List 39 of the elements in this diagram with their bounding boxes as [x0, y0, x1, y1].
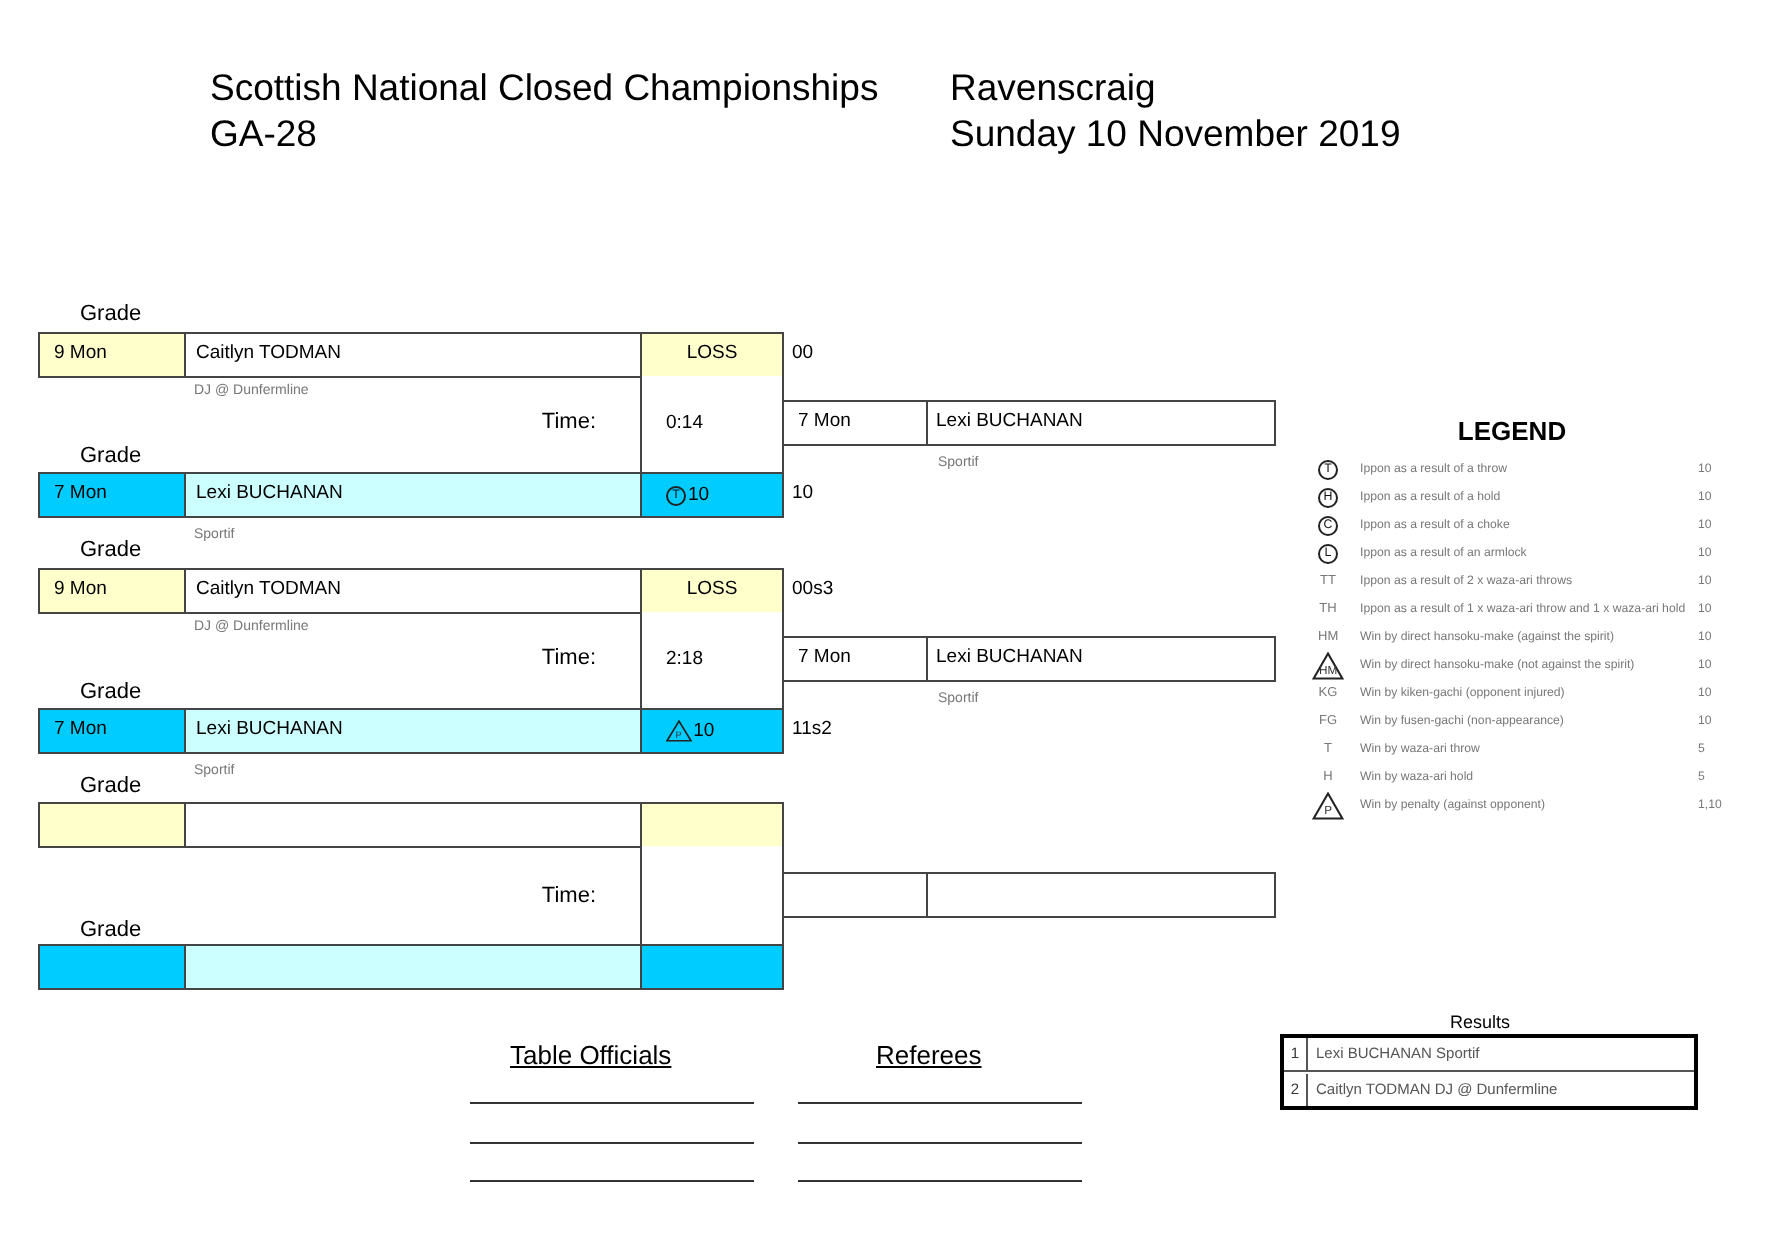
referees-heading: Referees	[876, 1040, 982, 1072]
grade-field: 9 Mon	[38, 332, 186, 378]
venue-text: Ravenscraig	[950, 64, 1156, 110]
total-score: 00s3	[792, 578, 834, 602]
grade-label: Grade	[80, 680, 142, 706]
grade-label: Grade	[80, 302, 142, 328]
event-date: Sunday 10 November 2019	[950, 110, 1401, 156]
competitor-name-field: Lexi BUCHANAN	[184, 472, 642, 518]
score-value: 10	[693, 719, 715, 743]
grade-label: Grade	[80, 774, 142, 800]
winner-name-field: Lexi BUCHANAN	[926, 400, 1276, 446]
grade-field: 7 Mon	[782, 636, 928, 682]
result-field: LOSS	[640, 568, 784, 614]
grade-label: Grade	[80, 444, 142, 470]
time-label: Time:	[539, 646, 596, 672]
grade-label: Grade	[80, 538, 142, 564]
legend-heading: LEGEND	[1455, 416, 1569, 448]
grade-field: 9 Mon	[38, 568, 186, 614]
time-field: 0:14	[640, 376, 784, 474]
score-value: 10	[688, 483, 710, 507]
event-title: Scottish National Closed Championships	[210, 64, 879, 110]
total-score: 00	[792, 342, 814, 366]
time-label: Time:	[539, 884, 596, 910]
time-field: 2:18	[640, 612, 784, 710]
sheet-code: GA-28	[210, 110, 317, 156]
grade-field: 7 Mon	[38, 472, 186, 518]
winner-name-field: Lexi BUCHANAN	[926, 636, 1276, 682]
grade-label: Grade	[80, 918, 142, 944]
competitor-name-field: Caitlyn TODMAN	[184, 568, 642, 614]
grade-field: 7 Mon	[38, 708, 186, 754]
officials-heading: Table Officials	[510, 1040, 672, 1072]
total-score: 11s2	[792, 718, 832, 742]
time-label: Time:	[539, 410, 596, 436]
result-field: LOSS	[640, 332, 784, 378]
results-heading: Results	[1447, 1012, 1512, 1034]
competitor-name-field: Lexi BUCHANAN	[184, 708, 642, 754]
total-score: 10	[792, 482, 814, 506]
grade-field: 7 Mon	[782, 400, 928, 446]
competitor-name-field: Caitlyn TODMAN	[184, 332, 642, 378]
